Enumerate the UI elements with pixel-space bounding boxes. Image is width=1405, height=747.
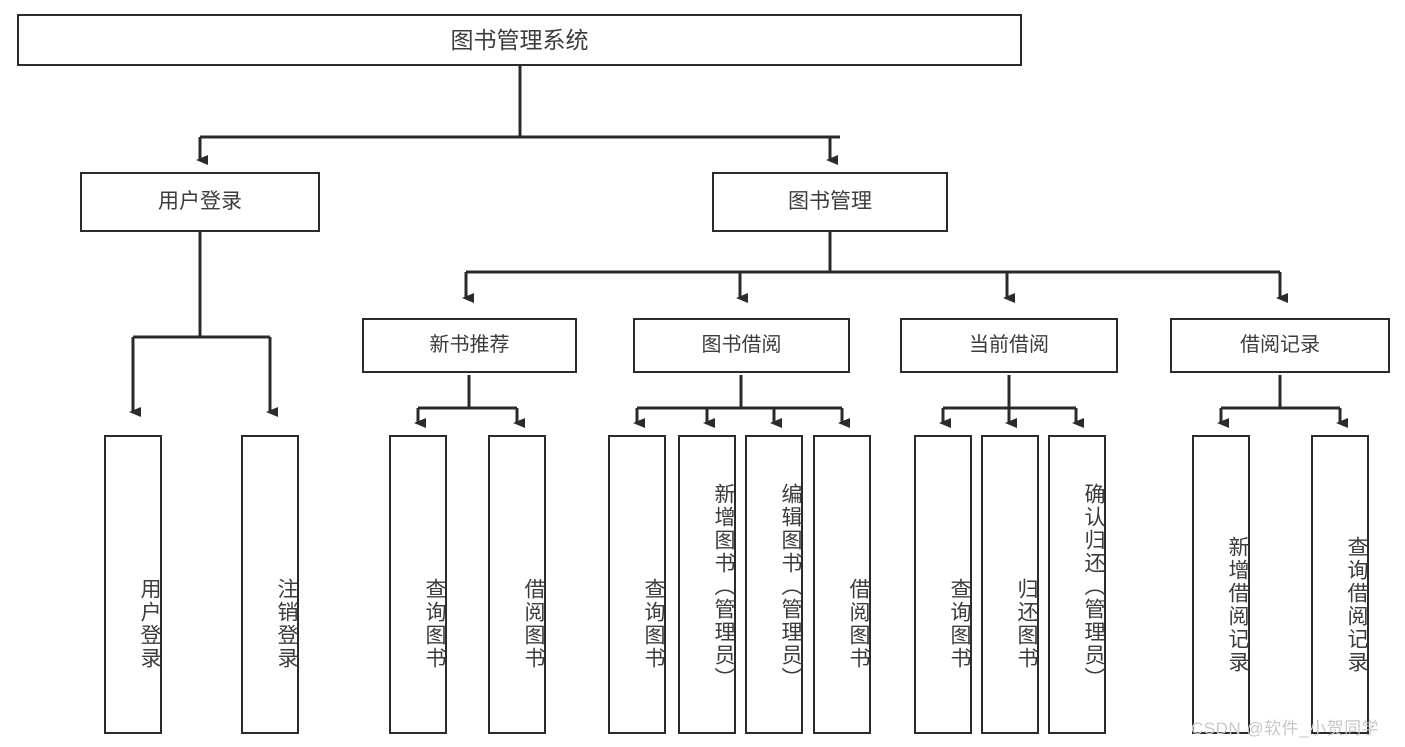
watermark: CSDN @软件_小贺同学 [1191, 714, 1379, 739]
node-label: 注销登录 [275, 577, 298, 670]
node-label: 借阅图书 [847, 577, 870, 670]
leaf-user-login-signout[interactable]: 注销登录 [241, 435, 299, 734]
node-label: 确认归还（管理员） [1082, 483, 1105, 690]
leaf-borrow-edit-book-admin[interactable]: 编辑图书（管理员） [745, 435, 803, 734]
node-label: 新增借阅记录 [1226, 535, 1249, 674]
leaf-record-query-borrow-record[interactable]: 查询借阅记录 [1311, 435, 1369, 734]
node-borrow-record[interactable]: 借阅记录 [1170, 318, 1390, 373]
node-book-borrow[interactable]: 图书借阅 [633, 318, 850, 373]
node-new-book-recommend[interactable]: 新书推荐 [362, 318, 577, 373]
node-label: 归还图书 [1015, 577, 1038, 670]
node-label: 查询图书 [642, 577, 665, 670]
node-label: 当前借阅 [969, 334, 1049, 356]
leaf-new-book-query[interactable]: 查询图书 [389, 435, 447, 734]
node-label: 借阅记录 [1240, 334, 1320, 356]
leaf-record-add-borrow-record[interactable]: 新增借阅记录 [1192, 435, 1250, 734]
node-label: 查询图书 [423, 577, 446, 670]
node-current-borrow[interactable]: 当前借阅 [900, 318, 1118, 373]
leaf-borrow-add-book-admin[interactable]: 新增图书（管理员） [678, 435, 736, 734]
node-root-system[interactable]: 图书管理系统 [17, 14, 1022, 66]
node-label: 查询图书 [948, 577, 971, 670]
leaf-borrow-query-book[interactable]: 查询图书 [608, 435, 666, 734]
node-label: 用户登录 [158, 189, 242, 213]
node-label: 新书推荐 [429, 334, 510, 356]
node-label: 图书借阅 [701, 334, 782, 356]
node-book-management[interactable]: 图书管理 [712, 172, 948, 232]
leaf-current-return-book[interactable]: 归还图书 [981, 435, 1039, 734]
node-label: 图书管理 [788, 189, 872, 213]
node-label: 新增图书（管理员） [712, 483, 735, 690]
leaf-borrow-borrow-book[interactable]: 借阅图书 [813, 435, 871, 734]
node-user-login[interactable]: 用户登录 [80, 172, 320, 232]
node-label: 图书管理系统 [450, 26, 589, 53]
leaf-user-login-signin[interactable]: 用户登录 [104, 435, 162, 734]
watermark-text: CSDN @软件_小贺同学 [1191, 719, 1380, 738]
node-label: 用户登录 [138, 577, 161, 670]
leaf-current-query-book[interactable]: 查询图书 [914, 435, 972, 734]
leaf-current-confirm-return-admin[interactable]: 确认归还（管理员） [1048, 435, 1106, 734]
leaf-new-book-borrow[interactable]: 借阅图书 [488, 435, 546, 734]
node-label: 查询借阅记录 [1345, 535, 1368, 674]
node-label: 编辑图书（管理员） [779, 483, 802, 690]
node-label: 借阅图书 [522, 577, 545, 670]
